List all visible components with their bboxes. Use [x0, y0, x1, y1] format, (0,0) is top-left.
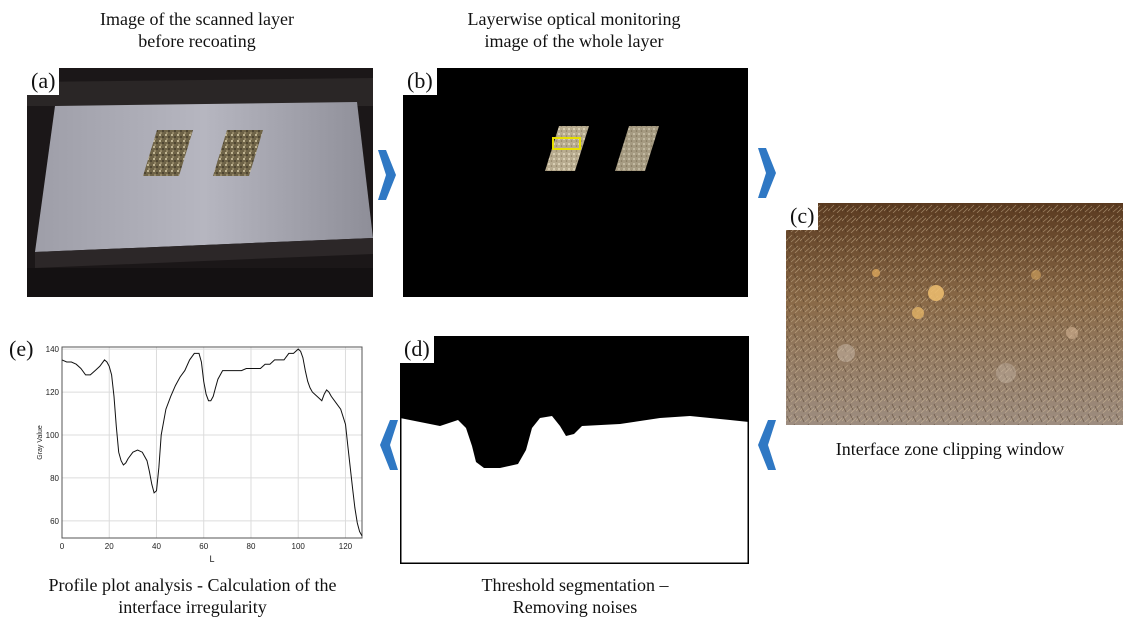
y-axis-label: Gray Value: [37, 425, 44, 460]
segmentation-image: [400, 336, 749, 564]
x-tick-label: 0: [60, 542, 65, 551]
panel-b-label: (b): [403, 68, 437, 95]
panel-c-interface-clip: (c): [786, 203, 1123, 425]
x-tick-label: 20: [105, 542, 114, 551]
caption-c-line1: Interface zone clipping window: [835, 439, 1065, 459]
gray-value-profile-line: [61, 348, 363, 537]
caption-d-line1: Threshold segmentation –: [481, 575, 669, 595]
caption-b-line1: Layerwise optical monitoring: [467, 9, 681, 29]
arrow-right-icon: [378, 150, 396, 200]
caption-e-line1: Profile plot analysis - Calculation of t…: [48, 575, 337, 595]
caption-e-line2: interface irregularity: [118, 597, 267, 617]
caption-c: Interface zone clipping window: [790, 438, 1110, 460]
y-tick-label: 100: [46, 431, 60, 440]
panel-a-label: (a): [27, 68, 60, 95]
caption-d: Threshold segmentation – Removing noises: [395, 574, 755, 618]
panel-d-threshold-segmentation: (d): [400, 336, 749, 564]
x-tick-label: 100: [292, 542, 306, 551]
caption-a-line2: before recoating: [138, 31, 256, 51]
y-tick-label: 120: [46, 388, 60, 397]
caption-b: Layerwise optical monitoring image of th…: [400, 8, 748, 52]
y-tick-label: 60: [50, 517, 59, 526]
monitoring-image: [403, 68, 748, 297]
interface-clip-image: [786, 203, 1123, 425]
panel-c-label: (c): [786, 203, 819, 230]
scanned-layer-photo: [27, 68, 373, 297]
x-tick-label: 60: [199, 542, 208, 551]
caption-e: Profile plot analysis - Calculation of t…: [5, 574, 380, 618]
panel-d-label: (d): [400, 336, 434, 363]
caption-a-line1: Image of the scanned layer: [100, 9, 294, 29]
panel-b-monitoring-image: (b): [403, 68, 748, 297]
panel-e-label: (e): [5, 336, 38, 363]
arrow-left-icon: [380, 420, 398, 470]
caption-a: Image of the scanned layer before recoat…: [20, 8, 374, 52]
caption-b-line2: image of the whole layer: [484, 31, 664, 51]
plot-frame: [61, 346, 363, 539]
x-axis-label: L: [209, 554, 214, 564]
caption-d-line2: Removing noises: [512, 597, 638, 617]
y-tick-label: 140: [46, 345, 60, 354]
y-tick-label: 80: [50, 474, 59, 483]
arrow-right-icon: [758, 148, 776, 198]
arrow-left-icon: [758, 420, 776, 470]
x-tick-label: 80: [247, 542, 256, 551]
x-tick-label: 120: [339, 542, 353, 551]
x-tick-label: 40: [152, 542, 161, 551]
panel-a-scanned-layer-photo: (a): [27, 68, 373, 297]
